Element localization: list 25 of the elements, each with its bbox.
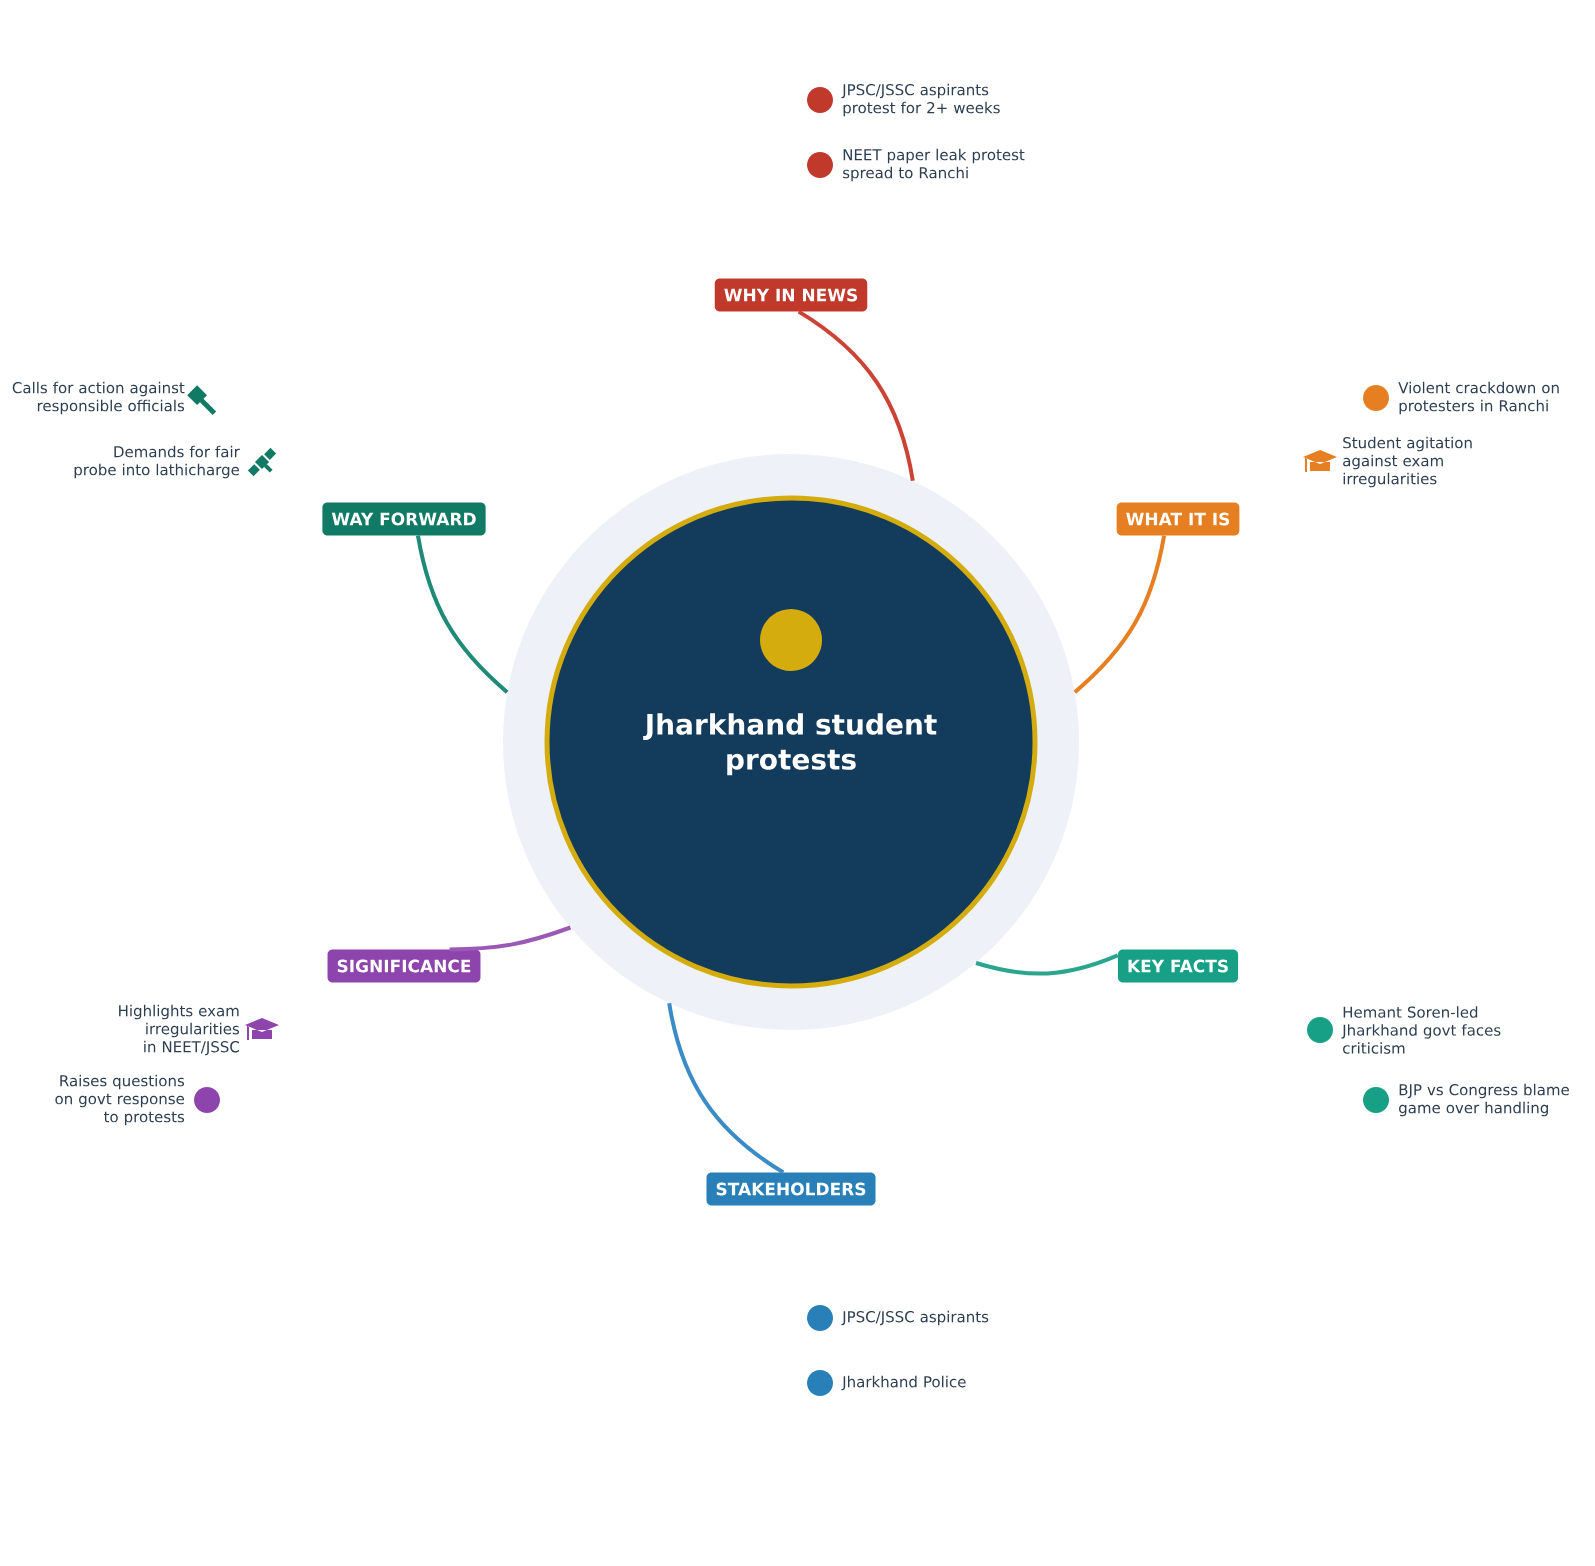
connector-line: [975, 953, 1119, 976]
bullet-text: BJP vs Congress blame game over handling: [1399, 1083, 1569, 1117]
bullet-text: Demands for fair probe into lathicharge: [74, 445, 240, 479]
bullet-text: Violent crackdown on protesters in Ranchi: [1398, 381, 1559, 415]
bullet-text: Raises questions on govt response to protests: [55, 1074, 185, 1126]
hub-title: Jharkhand student protests: [643, 713, 937, 776]
category-box: SIGNIFICANCE: [327, 949, 481, 983]
bullet-text: Highlights exam irregularities in NEET/JSSC: [119, 1004, 240, 1056]
bullet-text: Jharkhand Police: [841, 1375, 966, 1391]
bullet-text: NEET paper leak protest spread to Ranchi: [843, 148, 1025, 182]
bullet-text: Student agitation against exam irregularities: [1343, 436, 1472, 488]
category-box: WHY IN NEWS: [714, 278, 868, 312]
connector-line: [797, 309, 915, 482]
bullet-text: JPSC/JSSC aspirants protest for 2+ weeks: [841, 83, 1000, 117]
connector-line: [1073, 535, 1167, 694]
category-box: KEY FACTS: [1117, 949, 1239, 983]
bullet-text: JPSC/JSSC aspirants: [841, 1310, 989, 1326]
connector-line: [667, 1002, 785, 1175]
category-box: WHAT IT IS: [1116, 502, 1240, 536]
bullet-text: Calls for action against responsible officials: [12, 381, 185, 415]
bullet-text: Hemant Soren-led Jharkhand govt faces criticism: [1341, 1006, 1501, 1054]
category-box: WAY FORWARD: [322, 502, 486, 536]
connector-line: [449, 925, 572, 952]
connector-line: [415, 535, 509, 694]
category-box: STAKEHOLDERS: [706, 1172, 876, 1206]
